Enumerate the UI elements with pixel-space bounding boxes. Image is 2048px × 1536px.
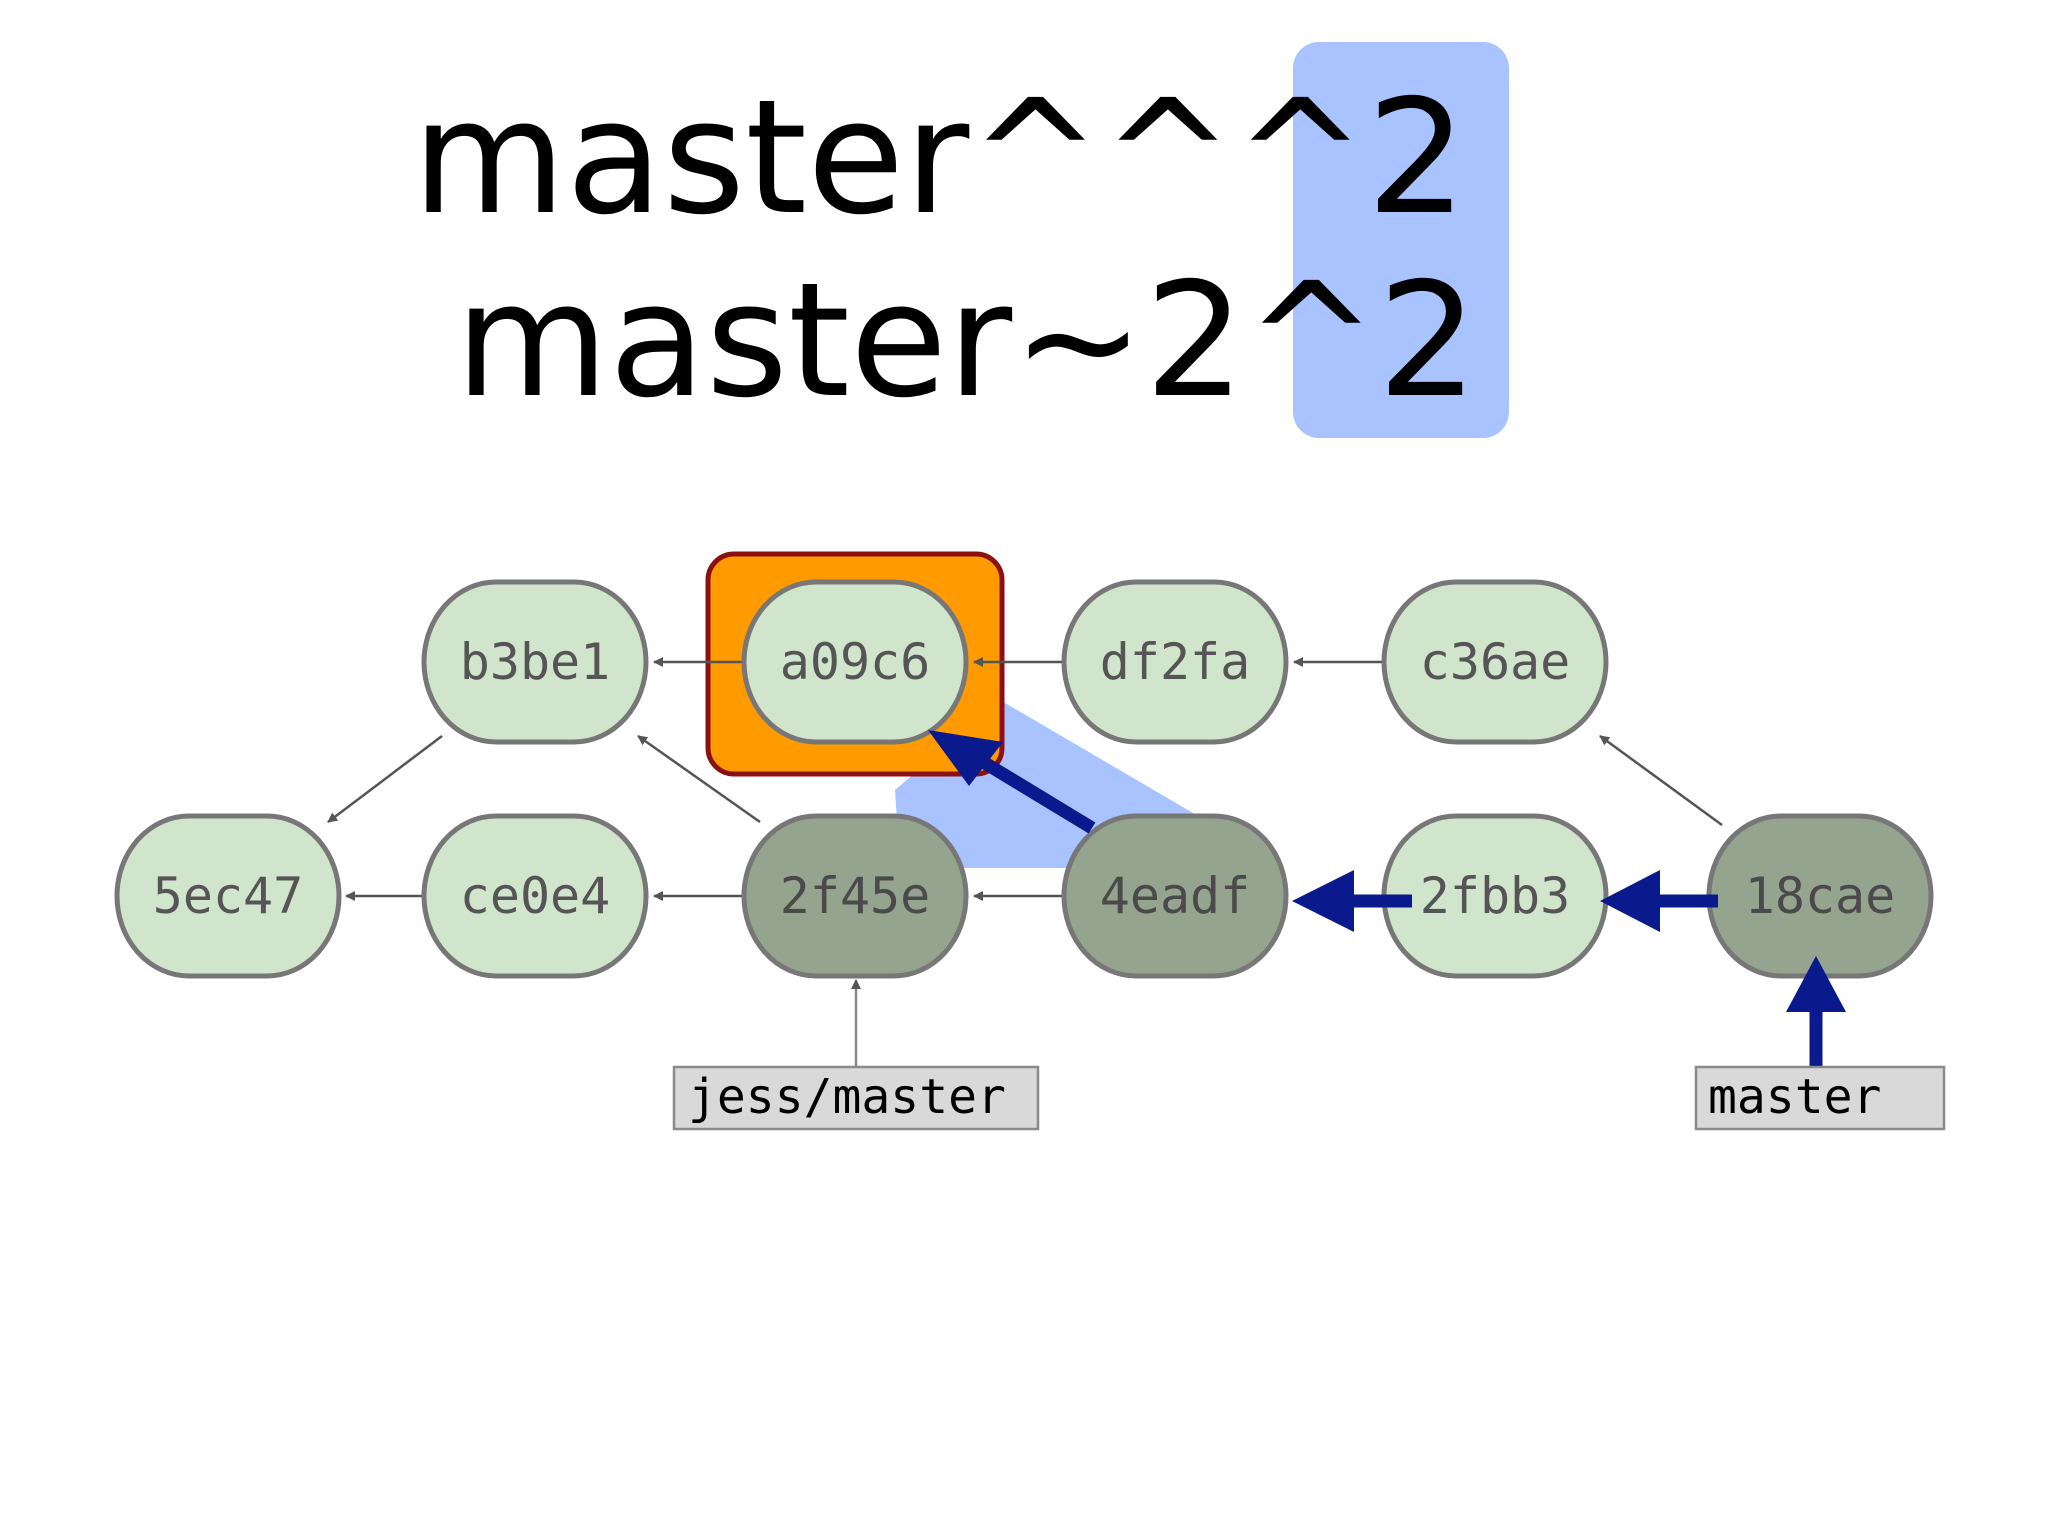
commit-nodes: b3be1 a09c6 df2fa c36ae 5ec47 ce0e4 2f45e 4eadf… [114, 579, 1934, 979]
commit-node-shape [741, 813, 969, 979]
commit-label: ce0e4 [460, 867, 611, 925]
traversal-arrow-master-to-18cae [1786, 956, 1846, 1067]
ref-jess-master-box [672, 1065, 1040, 1131]
traversal-arrow-4eadf-to-a09c6 [928, 730, 1096, 834]
edge-2f45e-b3be1 [637, 734, 761, 824]
ref-master-box [1694, 1065, 1946, 1131]
commit-node-2f45e: 2f45e [741, 813, 969, 979]
commit-node-df2fa: df2fa [1061, 579, 1289, 745]
heading-line-2: master~2^2 [455, 249, 1478, 433]
commit-node-a09c6: a09c6 [741, 579, 969, 745]
traversal-arrows [928, 730, 1846, 1067]
ref-jess-master: jess/master [672, 1065, 1040, 1131]
commit-label: 18cae [1745, 867, 1896, 925]
commit-node-shape [1381, 579, 1609, 745]
commit-label: a09c6 [780, 633, 931, 691]
commit-node-shape [741, 579, 969, 745]
commit-node-ce0e4: ce0e4 [421, 813, 649, 979]
ref-master: master [1694, 1065, 1946, 1131]
commit-label: 5ec47 [153, 867, 304, 925]
commit-node-shape [421, 813, 649, 979]
heading-line-1-prefix: master^^ [412, 66, 1234, 250]
traversal-arrow-2fbb3-to-4eadf [1292, 870, 1412, 932]
commit-node-b3be1: b3be1 [421, 579, 649, 745]
commit-node-shape [1061, 579, 1289, 745]
commit-node-5ec47: 5ec47 [114, 813, 342, 979]
commit-label: c36ae [1420, 633, 1571, 691]
commit-node-shape [114, 813, 342, 979]
commit-label: df2fa [1100, 633, 1251, 691]
heading-line-1-highlight: ^2 [1234, 66, 1467, 250]
commit-label: 2fbb3 [1420, 867, 1571, 925]
heading-line-2-prefix: master~2 [455, 249, 1245, 433]
commit-node-4eadf: 4eadf [1061, 813, 1289, 979]
heading-line-1: master^^^2 [412, 66, 1467, 250]
ref-master-label: master [1708, 1069, 1881, 1125]
commit-label: 4eadf [1100, 867, 1251, 925]
edge-18cae-c36ae [1599, 734, 1723, 827]
commit-node-c36ae: c36ae [1381, 579, 1609, 745]
commit-label: b3be1 [460, 633, 611, 691]
commit-label: 2f45e [780, 867, 931, 925]
commit-node-2fbb3: 2fbb3 [1381, 813, 1609, 979]
parent-edges [327, 657, 1723, 1067]
traversal-arrow-18cae-to-2fbb3 [1600, 870, 1718, 932]
commit-node-shape [1061, 813, 1289, 979]
heading-line-2-highlight: ^2 [1245, 249, 1478, 433]
commit-node-shape [421, 579, 649, 745]
edge-b3be1-5ec47 [327, 735, 443, 823]
ref-jess-master-label: jess/master [688, 1069, 1006, 1125]
commit-node-18cae: 18cae [1706, 813, 1934, 979]
heading-highlight [1293, 42, 1509, 438]
